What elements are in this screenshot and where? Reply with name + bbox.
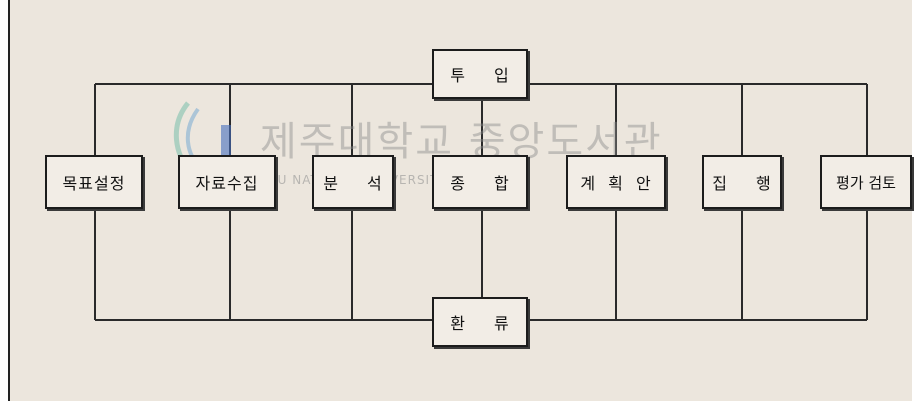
right-margin bbox=[912, 0, 924, 401]
feedback-node-label: 환 류 bbox=[450, 314, 510, 333]
stage-label: 자료수집 bbox=[195, 174, 259, 193]
stage-analysis: 분 석 bbox=[312, 155, 394, 209]
stage-label: 종 합 bbox=[450, 174, 510, 193]
feedback-node: 환 류 bbox=[432, 297, 528, 347]
stage-synthesis: 종 합 bbox=[432, 155, 528, 209]
stage-execution: 집 행 bbox=[702, 155, 782, 209]
stage-plan: 계 획 안 bbox=[566, 155, 666, 209]
stage-label: 계 획 안 bbox=[580, 174, 652, 193]
stage-label: 집 행 bbox=[712, 174, 772, 193]
stage-label: 분 석 bbox=[323, 174, 383, 193]
stage-evaluation: 평가 검토 bbox=[820, 155, 912, 209]
stage-goal-setting: 목표설정 bbox=[45, 155, 143, 209]
stage-data-collection: 자료수집 bbox=[178, 155, 276, 209]
input-node: 투 입 bbox=[432, 49, 528, 99]
stage-label: 목표설정 bbox=[62, 174, 126, 193]
input-node-label: 투 입 bbox=[450, 66, 510, 85]
stage-label: 평가 검토 bbox=[836, 173, 896, 192]
